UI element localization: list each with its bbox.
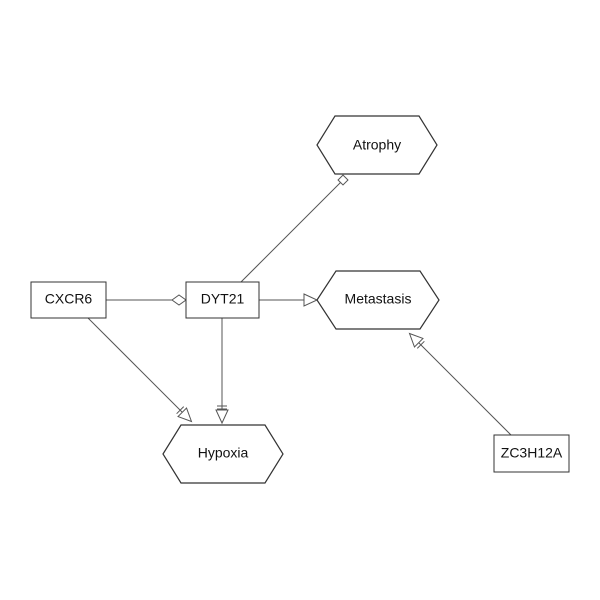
node-zc3h12a-label: ZC3H12A: [501, 445, 563, 461]
edges-layer: [87, 174, 512, 436]
edge-dyt21-hypoxia: [215, 318, 229, 425]
square-arrowhead-icon: [337, 174, 349, 186]
node-atrophy-label: Atrophy: [353, 137, 401, 153]
triangle-arrowhead-icon: [215, 409, 229, 425]
hexagon-shape: [162, 424, 284, 484]
rectangle-shape: [185, 281, 260, 319]
edge-dyt21-metastasis: [259, 293, 319, 307]
nodes-layer: Atrophy Metastasis Hypoxia CXCR6 DYT21 Z…: [30, 115, 570, 484]
diamond-arrowhead-icon: [171, 294, 187, 306]
bar-marker-icon: [176, 406, 185, 415]
hexagon-shape: [316, 115, 438, 175]
edge-dyt21-atrophy: [239, 174, 349, 284]
node-zc3h12a[interactable]: ZC3H12A: [493, 434, 570, 473]
edge-zc3h12a-metastasis: [408, 332, 512, 436]
rectangle-shape: [30, 281, 107, 319]
node-cxcr6-label: CXCR6: [45, 291, 93, 307]
node-dyt21-label: DYT21: [201, 291, 245, 307]
hexagon-shape: [316, 270, 440, 330]
triangle-arrowhead-icon: [177, 407, 193, 423]
node-hypoxia-label: Hypoxia: [198, 445, 249, 461]
node-metastasis[interactable]: Metastasis: [316, 270, 440, 330]
node-metastasis-label: Metastasis: [345, 291, 412, 307]
edge-cxcr6-hypoxia: [87, 317, 193, 423]
bar-marker-icon: [416, 340, 425, 349]
node-hypoxia[interactable]: Hypoxia: [162, 424, 284, 484]
node-atrophy[interactable]: Atrophy: [316, 115, 438, 175]
rectangle-shape: [493, 434, 570, 473]
node-dyt21[interactable]: DYT21: [185, 281, 260, 319]
edge-cxcr6-dyt21: [106, 294, 187, 306]
node-cxcr6[interactable]: CXCR6: [30, 281, 107, 319]
triangle-arrowhead-icon: [303, 293, 319, 307]
triangle-arrowhead-icon: [408, 332, 424, 348]
